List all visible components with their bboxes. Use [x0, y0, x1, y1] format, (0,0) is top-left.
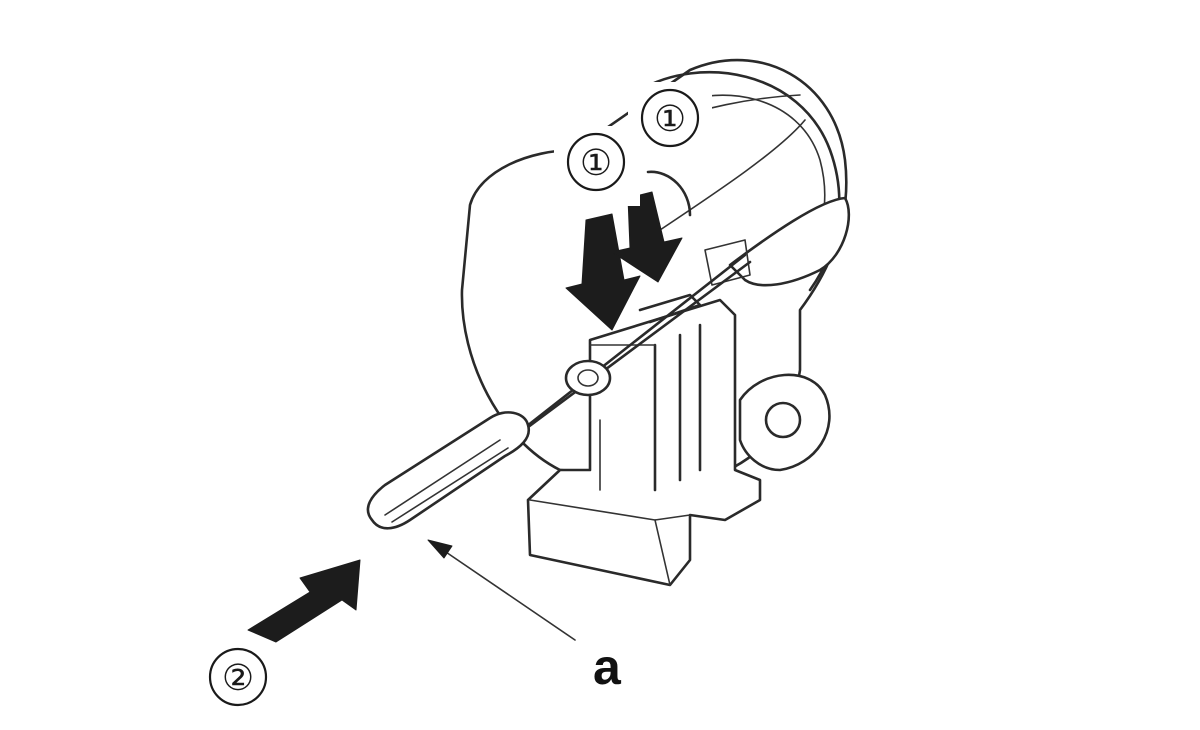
- release-pin-tool: [366, 253, 752, 530]
- step-2-label: ②: [222, 658, 254, 699]
- press-arrow-left: [565, 213, 641, 331]
- connector-block: [526, 293, 762, 587]
- mounting-hole: [764, 401, 802, 439]
- press-arrow-right: [611, 191, 683, 283]
- push-arrow: [247, 559, 361, 643]
- callout-step-2: ②: [208, 647, 268, 707]
- step-1-upper-label: ①: [654, 99, 686, 140]
- part-a-label: a: [593, 639, 622, 695]
- leader-line-a: [427, 539, 576, 641]
- step-1-lower-label: ①: [580, 143, 612, 184]
- callout-step-1-upper: ①: [628, 82, 712, 162]
- rotation-indicator: [646, 170, 692, 217]
- pin-washer: [564, 359, 612, 397]
- callout-step-1-lower: ①: [554, 126, 640, 206]
